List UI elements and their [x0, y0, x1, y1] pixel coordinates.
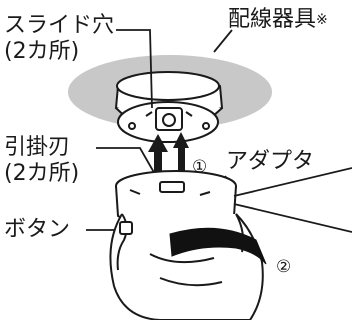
arrow-up	[148, 132, 189, 184]
label-hook-blade-count: (2カ所)	[4, 161, 80, 186]
label-wiring-fixture-text: 配線器具	[228, 7, 317, 32]
label-slide-hole-count: (2カ所)	[4, 39, 80, 64]
rotation-band	[169, 227, 267, 265]
label-wiring-fixture-mark: ※	[316, 12, 328, 28]
wiring-fixture	[114, 71, 224, 143]
label-button: ボタン	[4, 217, 71, 242]
adapter-button	[119, 221, 133, 235]
label-adapter: アダプタ	[226, 149, 315, 174]
label-hook-blade: 引掛刃	[4, 135, 71, 160]
label-wiring-fixture: 配線器具※	[228, 8, 328, 32]
step-1-marker: ①	[192, 157, 208, 177]
label-slide-hole: スライド穴	[4, 13, 115, 38]
zoom-lines	[233, 167, 352, 233]
step-2-marker: ②	[276, 257, 292, 277]
